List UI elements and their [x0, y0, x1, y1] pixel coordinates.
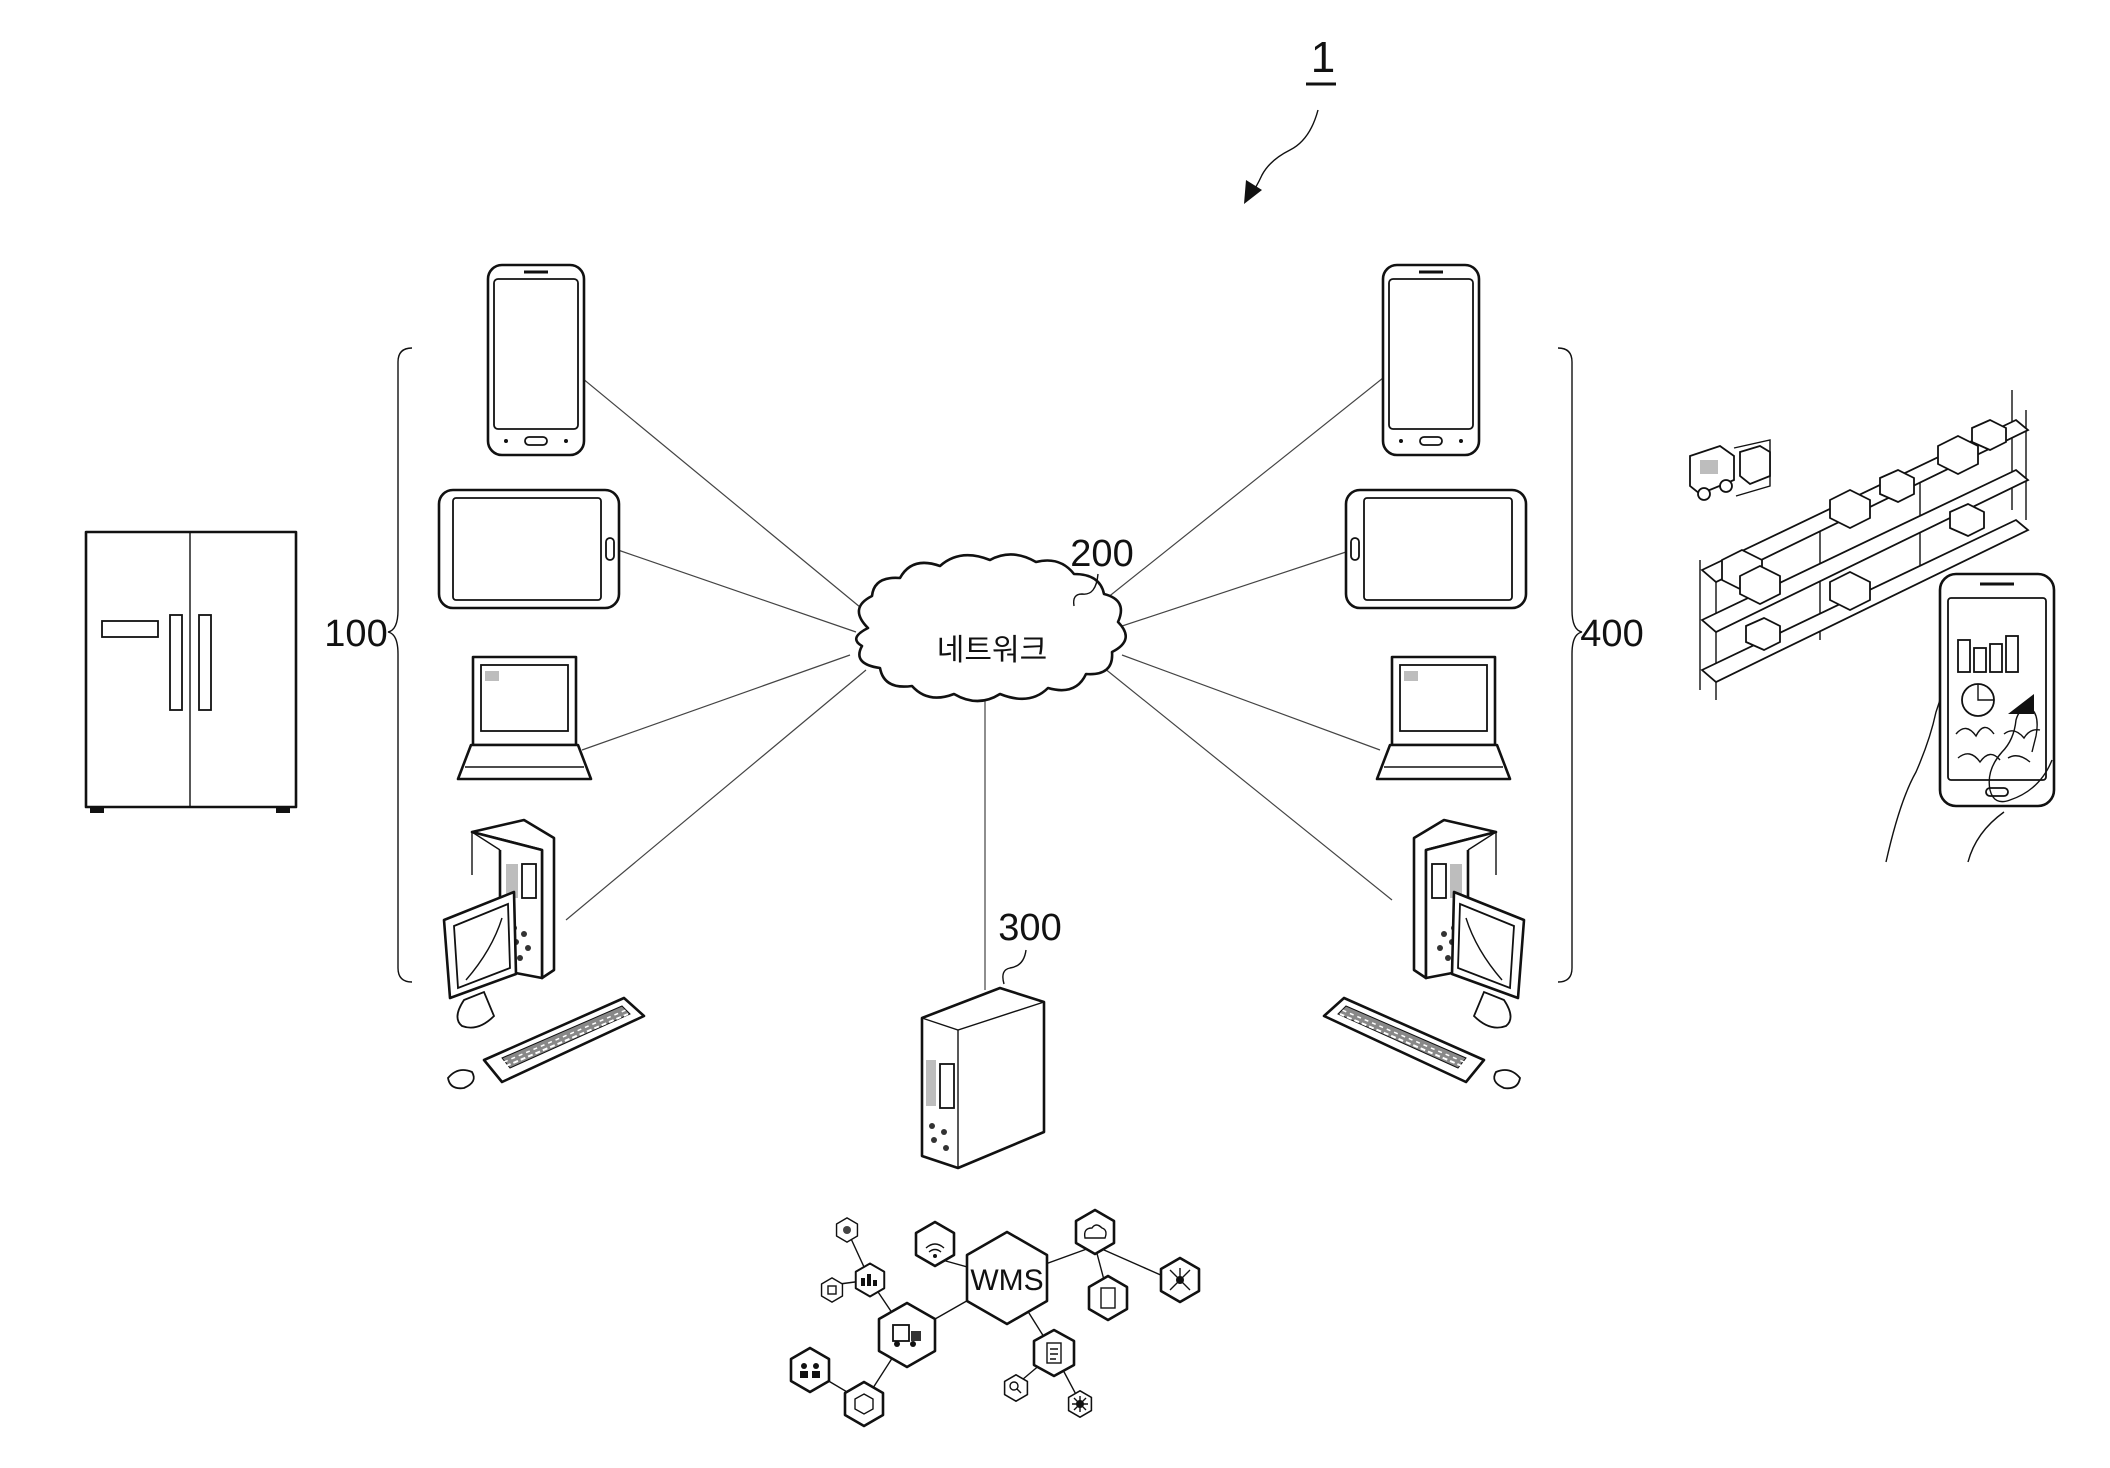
network-connections	[565, 377, 1393, 990]
ref-network-label: 200	[1070, 533, 1133, 575]
laptop-icon	[1375, 655, 1512, 781]
tablet-icon	[437, 488, 621, 610]
wms-hex-network: WMS	[789, 1208, 1201, 1428]
warehouse-shelving-icon	[1689, 390, 2030, 700]
wms-label: WMS	[970, 1264, 1043, 1297]
server-icon	[920, 986, 1046, 1170]
ref-server-label: 300	[998, 907, 1061, 949]
ref-network-leader	[1072, 573, 1099, 607]
network-label: 네트워크	[937, 633, 1047, 668]
desktop-computer-icon	[442, 818, 646, 1090]
search-hex-icon	[1003, 1374, 1029, 1402]
forklift-icon	[1689, 439, 1771, 501]
tablet-hex-icon	[1087, 1274, 1129, 1322]
desktop-computer-icon	[1322, 818, 1526, 1090]
tablet-icon	[1344, 488, 1528, 610]
cloud-hex-icon	[1074, 1208, 1116, 1256]
refrigerator-icon	[84, 530, 298, 813]
ref-main-leader	[1249, 109, 1319, 197]
smartphone-icon	[1381, 263, 1481, 457]
ref-main-arrowhead	[1244, 180, 1262, 204]
wms-hub-icon	[965, 1230, 1049, 1326]
people-hex-icon	[789, 1346, 831, 1394]
document-hex-icon	[1032, 1328, 1076, 1378]
bracket-left	[387, 347, 413, 983]
hex-node-icon	[820, 1277, 844, 1303]
cloud-icon	[854, 553, 1127, 703]
ref-devices-left-label: 100	[324, 613, 387, 655]
ref-devices-right-label: 400	[1580, 613, 1643, 655]
laptop-icon	[456, 655, 593, 781]
ref-main-label: 1	[1311, 33, 1335, 82]
smartphone-icon	[486, 263, 586, 457]
hand-holding-phone-icon	[1885, 572, 2056, 863]
hex-node-icon	[843, 1380, 885, 1428]
bracket-right	[1557, 347, 1583, 983]
ref-server-leader	[1002, 949, 1027, 985]
